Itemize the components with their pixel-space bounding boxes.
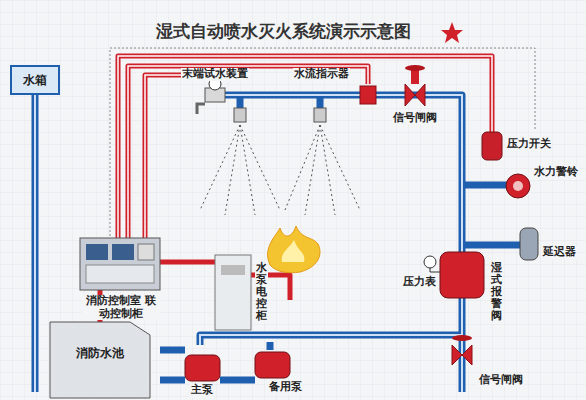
part-label: 延迟器 (542, 246, 577, 259)
node-text: 水箱 (23, 72, 47, 89)
fire-pool-box: 消防水池 (60, 340, 140, 366)
part-label: 备用泵 (268, 381, 303, 394)
part-label: 压力开关 (506, 138, 552, 151)
part-label: 湿式报警阀 (490, 262, 503, 322)
part-label: 水流指示器 (293, 68, 350, 81)
node-text: 消防水池 (76, 345, 124, 362)
diagram-title: 湿式自动喷水灭火系统演示示意图 (156, 22, 411, 42)
part-label: 信号闸阀 (392, 112, 438, 125)
part-label: 信号闸阀 (478, 374, 524, 387)
part-label: 压力表 (402, 276, 437, 289)
water-tank-box: 水箱 (10, 65, 60, 95)
part-label: 水力警铃 (533, 166, 579, 179)
part-label: 消防控制室 联动控制柜 (82, 295, 160, 320)
part-label: 主泵 (190, 384, 214, 397)
part-label: 水泵电控柜 (255, 262, 268, 322)
part-label: 末端试水装置 (181, 68, 249, 81)
